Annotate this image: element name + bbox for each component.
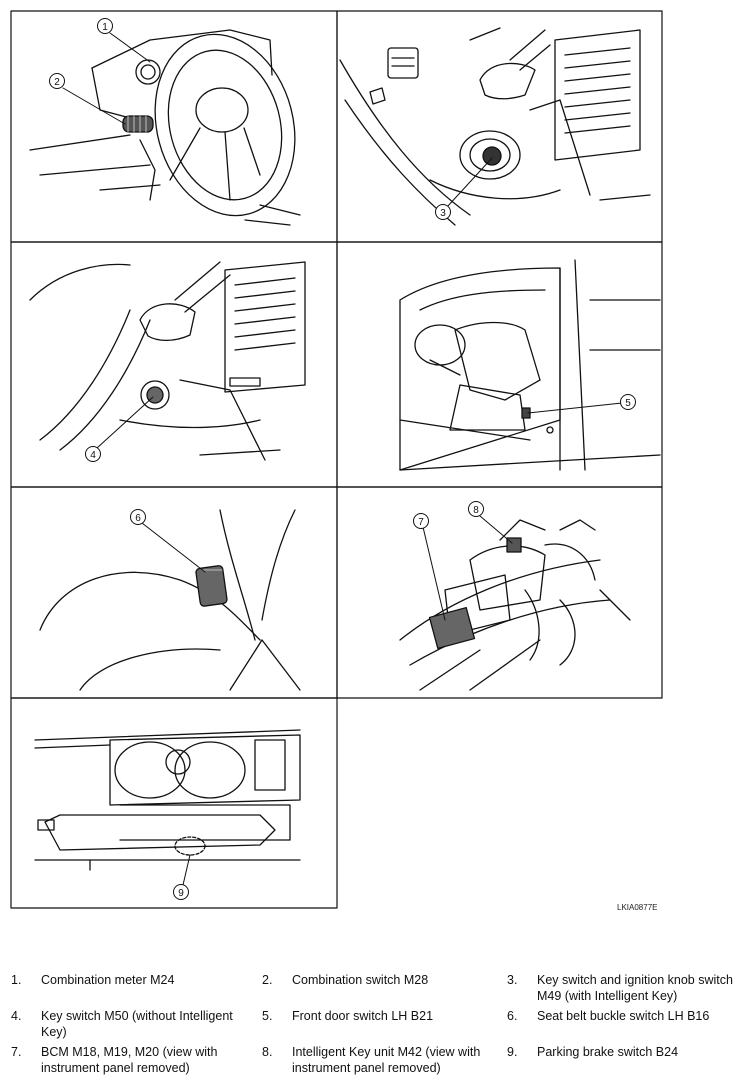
legend-text: BCM M18, M19, M20 (view with instrument … <box>41 1045 218 1075</box>
callout-9: 9 <box>178 888 184 899</box>
legend-text: Key switch and ignition knob switch M49 … <box>537 973 733 1003</box>
parking-brake-illustration <box>34 729 301 871</box>
callout-6: 6 <box>135 513 141 524</box>
legend-number: 4. <box>11 1009 22 1023</box>
legend-number: 9. <box>507 1045 518 1059</box>
legend-number: 6. <box>507 1009 518 1023</box>
callout-8: 8 <box>473 505 479 516</box>
legend-text: Front door switch LH B21 <box>292 1009 434 1023</box>
legend-item: 3. Key switch and ignition knob switch M… <box>507 972 743 1004</box>
door-switch-illustration <box>399 259 661 471</box>
legend-number: 7. <box>11 1045 22 1059</box>
legend-item: 6. Seat belt buckle switch LH B16 <box>507 1008 743 1024</box>
legend-text: Parking brake switch B24 <box>537 1045 679 1059</box>
callout-3: 3 <box>440 208 446 219</box>
legend-text: Intelligent Key unit M42 (view with inst… <box>292 1045 481 1075</box>
legend-item: 8. Intelligent Key unit M42 (view with i… <box>262 1044 492 1076</box>
legend-item: 5. Front door switch LH B21 <box>262 1008 487 1024</box>
legend-text: Combination switch M28 <box>292 973 429 987</box>
legend-text: Seat belt buckle switch LH B16 <box>537 1009 710 1023</box>
seat-belt-buckle-illustration <box>39 509 301 691</box>
legend-item: 1. Combination meter M24 <box>11 972 236 988</box>
bcm-illustration <box>399 519 631 691</box>
callout-7: 7 <box>418 517 424 528</box>
callout-1: 1 <box>102 22 108 33</box>
legend-number: 5. <box>262 1009 273 1023</box>
figure-code: LKIA0877E <box>617 903 658 912</box>
leader-lines <box>62 32 623 886</box>
legend-item: 7. BCM M18, M19, M20 (view with instrume… <box>11 1044 246 1076</box>
legend-item: 4. Key switch M50 (without Intelligent K… <box>11 1008 246 1040</box>
legend-text: Key switch M50 (without Intelligent Key) <box>41 1009 233 1039</box>
steering-wheel-illustration <box>29 29 301 226</box>
panel-grid <box>10 10 663 909</box>
legend-text: Combination meter M24 <box>41 973 175 987</box>
callout-4: 4 <box>90 450 96 461</box>
key-switch-illustration <box>29 261 306 461</box>
legend-item: 2. Combination switch M28 <box>262 972 487 988</box>
component-location-diagram: 1 2 3 4 5 6 7 8 9 <box>10 10 663 909</box>
callout-2: 2 <box>54 77 60 88</box>
legend-item: 9. Parking brake switch B24 <box>507 1044 743 1060</box>
ignition-knob-illustration <box>339 27 651 226</box>
legend-number: 3. <box>507 973 518 987</box>
callout-5: 5 <box>625 398 631 409</box>
legend-number: 1. <box>11 973 22 987</box>
legend-number: 8. <box>262 1045 273 1059</box>
legend-number: 2. <box>262 973 273 987</box>
callout-markers: 1 2 3 4 5 6 7 8 9 <box>49 18 636 900</box>
